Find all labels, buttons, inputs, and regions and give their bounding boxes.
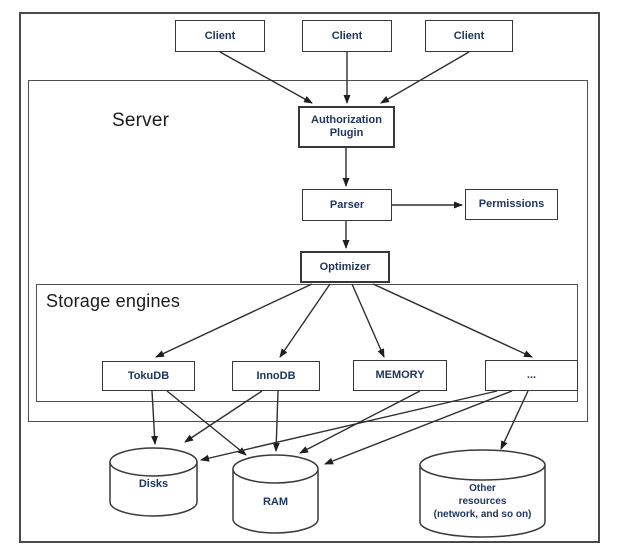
node-client-3: Client [425,20,513,52]
edge-innodb-ram [272,390,280,452]
edge-tokudb-ram [166,390,247,456]
edge-optimizer-memory [351,283,385,358]
disks-cylinder [109,462,198,517]
node-optimizer: Optimizer [300,251,390,283]
node-memory: MEMORY [353,360,447,391]
edge-optimizer-innodb [279,283,331,358]
authorization-plugin-label-line2: Plugin [329,127,364,139]
edge-more-other-resources [500,390,529,450]
other-resources-label-line1: Other [469,483,496,494]
storage-engines-container [36,284,578,402]
disks-label: Disks [138,478,169,490]
node-permissions: Permissions [465,189,558,220]
edge-client1-authorization [219,51,313,104]
server-container [28,80,588,422]
disks-cylinder-top [109,447,198,477]
other-resources-cylinder-top [419,449,546,481]
ram-label: RAM [262,496,289,508]
ram-cylinder [232,469,319,534]
node-innodb: InnoDB [232,361,320,391]
edge-more-disks [200,390,498,462]
other-resources-label-line2: resources [458,496,507,507]
outer-border [19,12,600,543]
edge-memory-ram [299,390,421,454]
node-authorization-plugin: Authorization Plugin [298,106,395,148]
node-parser: Parser [302,189,392,221]
server-label: Server [112,110,170,131]
edge-more-ram [324,390,513,465]
other-resources-label: Other resources (network, and so on) [420,482,545,521]
authorization-plugin-label-line1: Authorization [311,114,382,126]
node-tokudb: TokuDB [102,361,195,391]
other-resources-label-line3: (network, and so on) [433,509,532,520]
edge-client3-authorization [380,51,470,104]
node-client-1: Client [175,20,265,52]
storage-engines-label: Storage engines [46,291,181,311]
other-resources-cylinder [419,465,546,538]
ram-cylinder-top [232,454,319,484]
node-client-2: Client [302,20,392,52]
edge-optimizer-more [372,283,533,358]
node-more-engines: ... [485,360,578,391]
edge-innodb-disks [184,390,263,443]
edge-tokudb-disks [151,390,159,445]
edge-optimizer-tokudb [155,283,313,358]
